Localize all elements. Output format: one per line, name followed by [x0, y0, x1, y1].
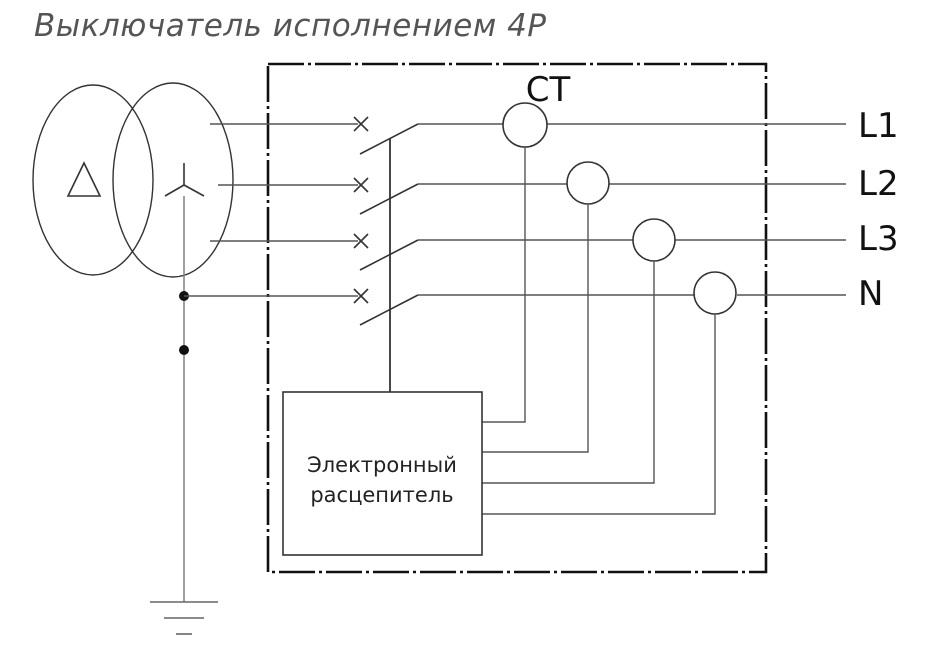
transformer: [32, 82, 234, 278]
star-icon: [164, 163, 205, 197]
output-conductors: [418, 123, 846, 296]
trip-unit-box: [282, 391, 483, 556]
transformer-secondary-winding: [112, 82, 234, 278]
contact-x-mark: [353, 233, 369, 249]
ground-icon: [150, 601, 218, 635]
ground-junction-dot: [179, 345, 189, 355]
phase-label-l2: L2: [858, 164, 899, 204]
phase-label-l1: L1: [858, 106, 899, 146]
trip-unit-label-line1: Электронный: [307, 453, 457, 477]
trip-unit-label-line2: расцепитель: [310, 483, 453, 507]
transformer-primary-winding: [32, 84, 154, 276]
contact-x-mark: [353, 116, 369, 132]
ct-signal-wires: [482, 147, 716, 515]
input-conductors: [184, 123, 358, 297]
ct-coil-l2: [566, 161, 610, 205]
phase-label-n: N: [858, 274, 883, 314]
current-transformers: [502, 102, 737, 315]
ct-coil-l3: [632, 218, 676, 262]
ct-coil-n: [693, 271, 737, 315]
contact-x-mark: [353, 288, 369, 304]
breaker-contacts: [353, 116, 369, 304]
ct-label: CT: [526, 70, 571, 110]
switch-blades: [359, 123, 419, 326]
breaker-enclosure: [266, 62, 768, 574]
contact-x-mark: [353, 177, 369, 193]
delta-icon: [66, 161, 102, 197]
diagram-title: Выключатель исполнением 4P: [34, 8, 547, 44]
phase-label-l3: L3: [858, 219, 899, 259]
